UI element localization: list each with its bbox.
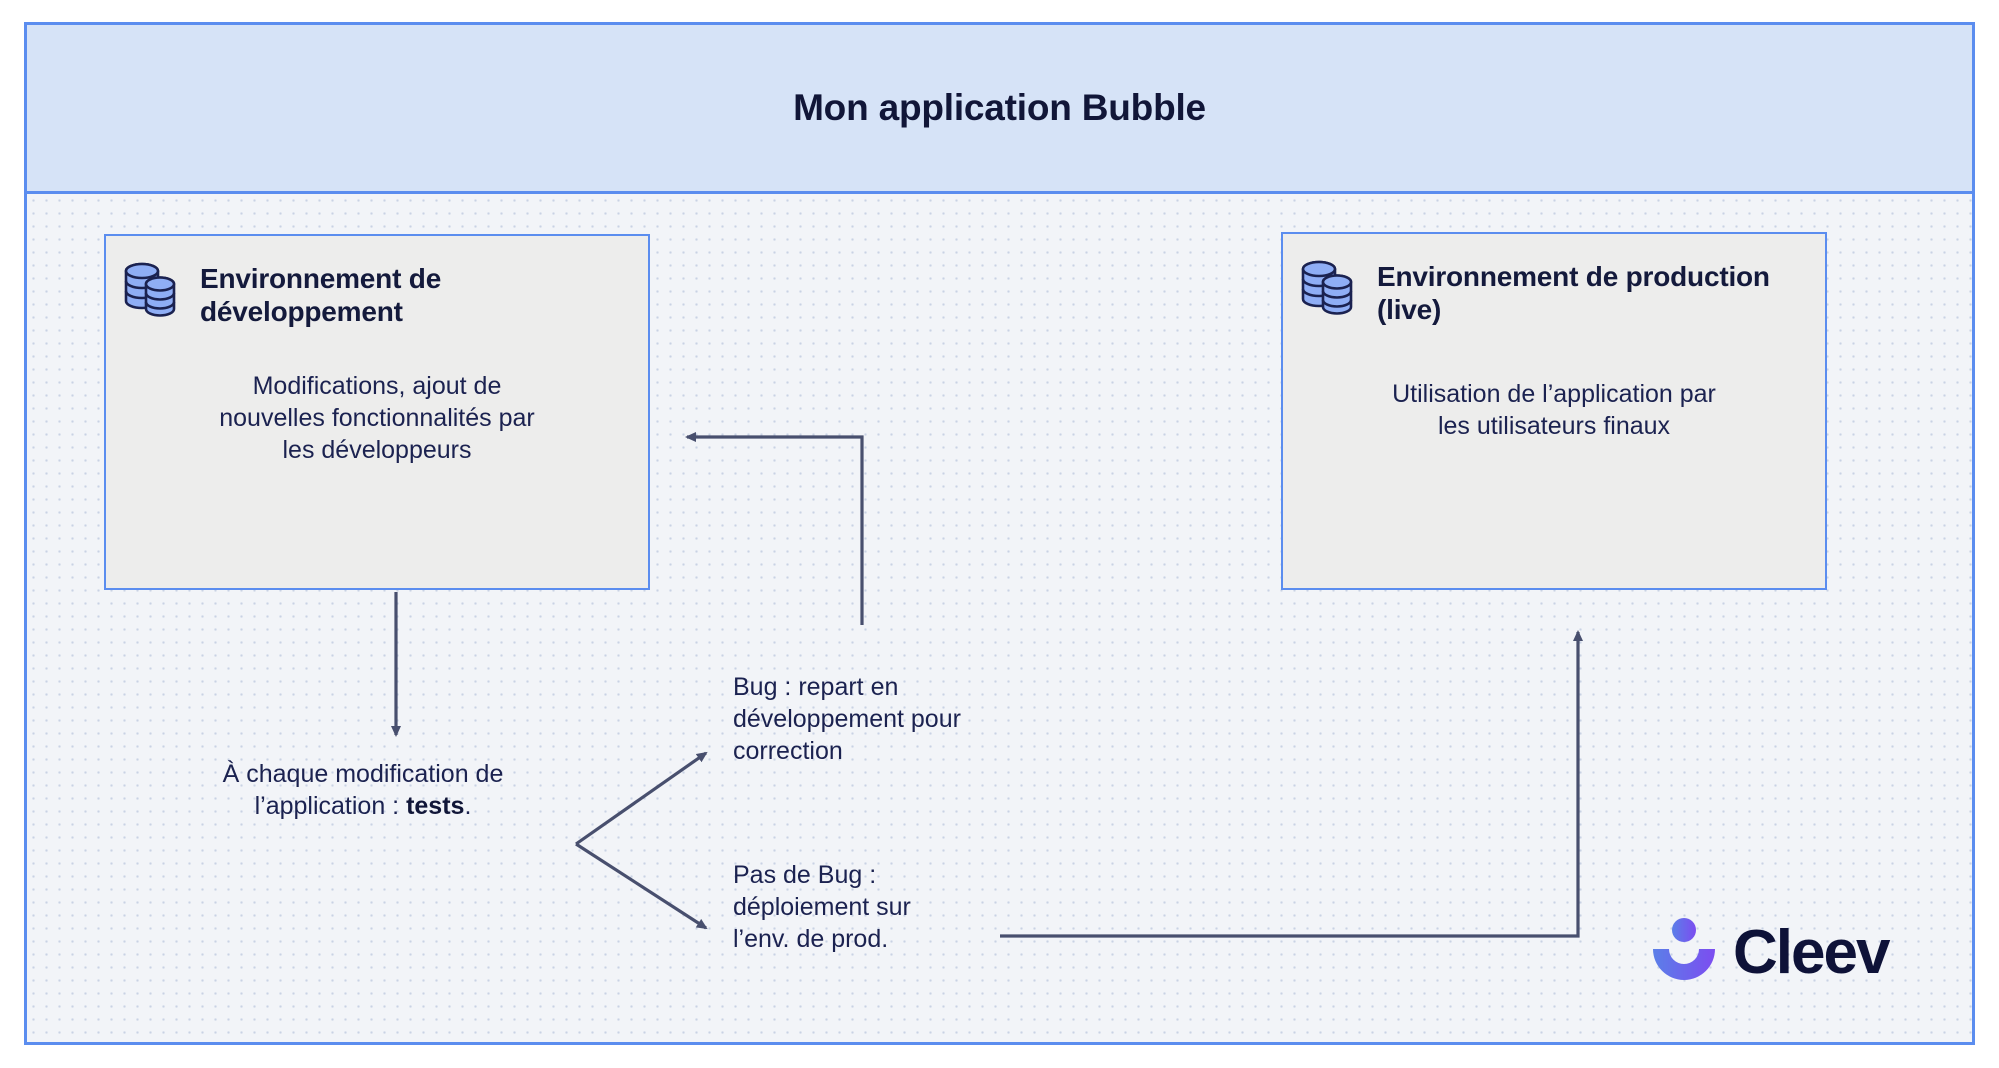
cleev-wordmark: Cleev: [1733, 917, 1890, 987]
cleev-logo: Cleev: [1647, 913, 1890, 992]
label-no-bug: Pas de Bug : déploiement sur l’env. de p…: [733, 861, 911, 953]
prod-environment-box: Environnement de production (live) Utili…: [1281, 232, 1827, 590]
label-tests-suffix: .: [464, 792, 472, 820]
label-bug: Bug : repart en développement pour corre…: [733, 673, 961, 765]
dev-environment-description: Modifications, ajout de nouvelles foncti…: [219, 372, 535, 464]
label-tests-prefix: À chaque modification de l’application :: [222, 760, 504, 820]
cleev-mark-icon: [1647, 913, 1721, 992]
title-band: Mon application Bubble: [27, 25, 1972, 194]
database-stack-icon: [116, 254, 194, 337]
page-title: Mon application Bubble: [793, 87, 1206, 128]
dev-environment-header: Environnement de développement: [106, 254, 648, 337]
prod-environment-header: Environnement de production (live): [1283, 252, 1825, 335]
label-tests: À chaque modification de l’application :…: [218, 758, 508, 822]
dev-environment-title: Environnement de développement: [200, 263, 442, 327]
dev-environment-box: Environnement de développement Modificat…: [104, 234, 650, 590]
database-stack-icon: [1293, 252, 1371, 335]
label-tests-bold: tests: [406, 792, 465, 820]
prod-environment-description: Utilisation de l’application par les uti…: [1392, 380, 1716, 440]
prod-environment-title: Environnement de production (live): [1377, 261, 1770, 325]
